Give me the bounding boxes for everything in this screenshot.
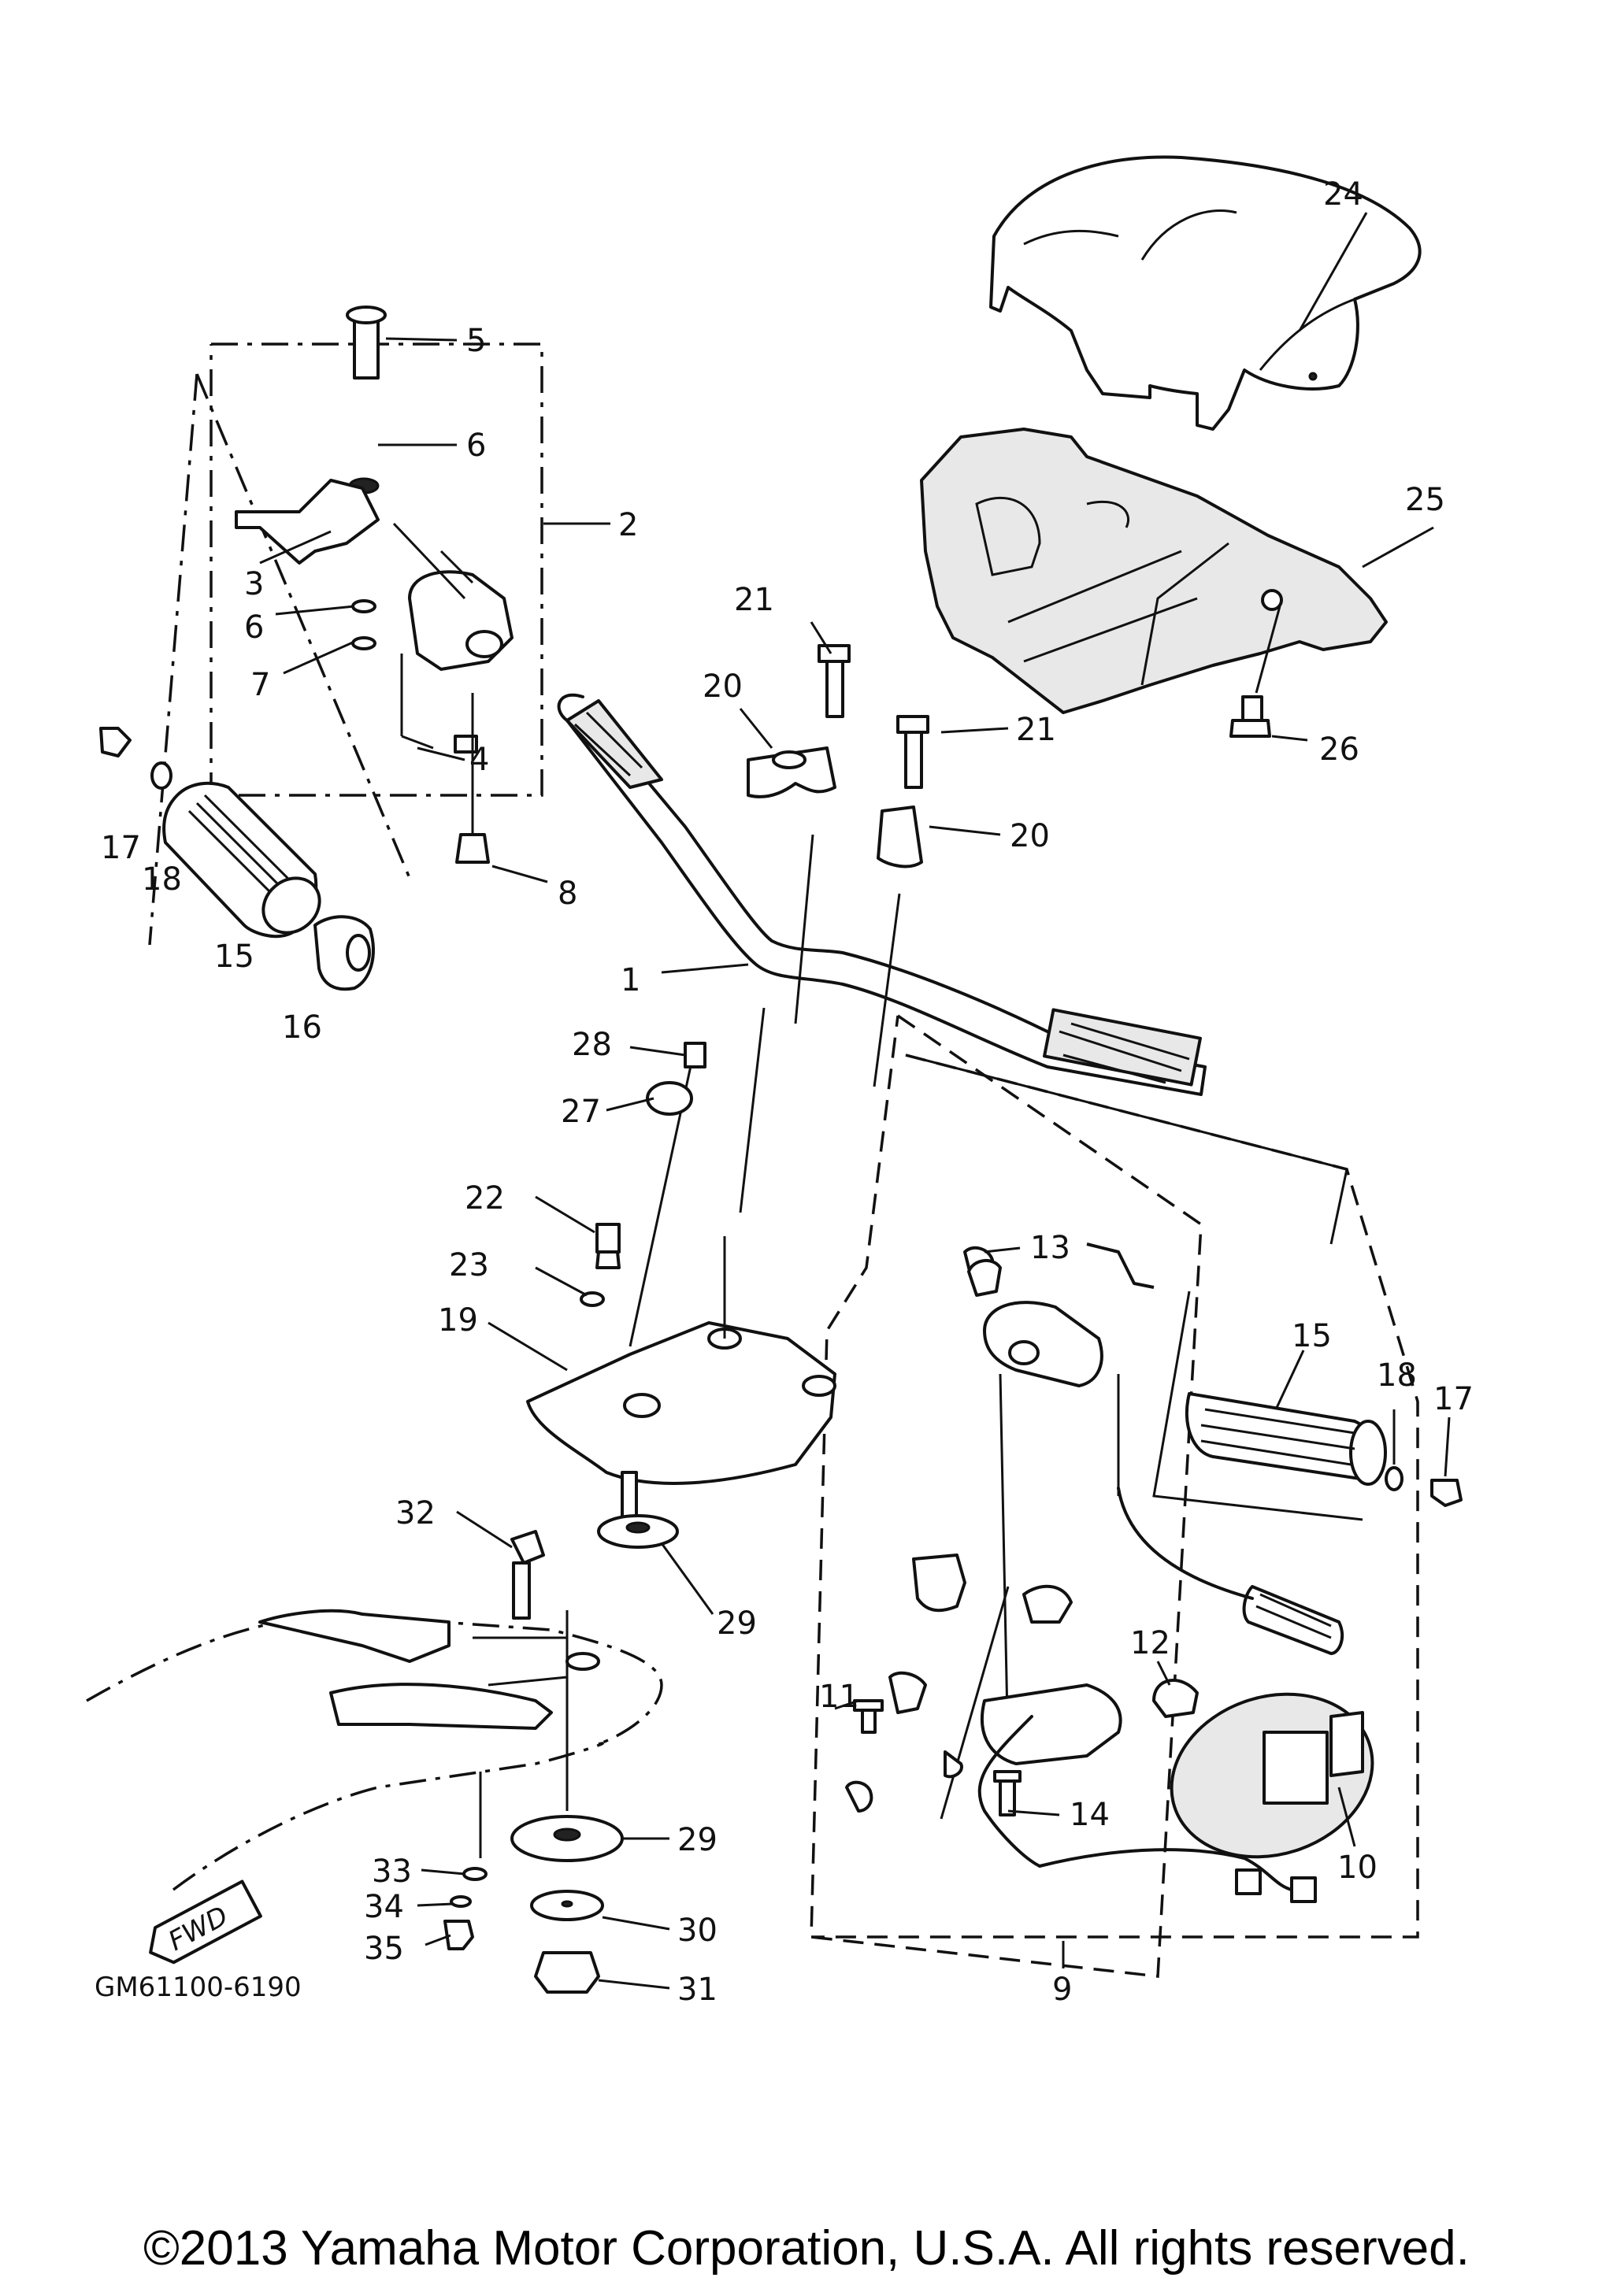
group-box-switch <box>810 1014 1203 1978</box>
group-box-grip-right <box>1152 1291 1363 1521</box>
callout-34: 34 <box>364 1889 404 1925</box>
mounting-hardware <box>443 1514 679 1994</box>
callout-17b: 17 <box>1433 1381 1474 1417</box>
callout-8: 8 <box>558 876 577 912</box>
hull <box>86 1609 663 1891</box>
callout-3: 3 <box>244 566 264 602</box>
callout-20a: 20 <box>703 668 743 705</box>
part-26-screw <box>1229 605 1281 738</box>
callout-15b: 15 <box>1292 1318 1332 1354</box>
callout-10: 10 <box>1337 1850 1378 1886</box>
clamps <box>747 644 929 1087</box>
group-box-grip-left <box>148 373 198 946</box>
cover-bottom <box>920 428 1388 714</box>
group-box-top-right <box>905 1054 1348 1245</box>
callout-5: 5 <box>466 323 486 359</box>
callout-7: 7 <box>250 667 270 703</box>
callout-14: 14 <box>1070 1797 1110 1833</box>
callout-1: 1 <box>621 962 640 998</box>
callout-18a: 18 <box>142 861 182 898</box>
callout-19: 19 <box>438 1302 478 1339</box>
callout-18b: 18 <box>1377 1357 1417 1394</box>
callout-6a: 6 <box>466 428 486 464</box>
group-box-grip-left-b <box>195 373 411 879</box>
grip-left <box>99 727 375 991</box>
callout-4: 4 <box>469 742 489 778</box>
callout-29a: 29 <box>717 1605 757 1642</box>
callout-35: 35 <box>364 1931 404 1967</box>
callout-22: 22 <box>465 1180 505 1217</box>
fwd-arrow: FWD <box>149 1879 262 1965</box>
callout-29b: 29 <box>677 1822 718 1858</box>
callout-24: 24 <box>1323 176 1363 213</box>
grip-right <box>967 1259 1463 1507</box>
callout-28: 28 <box>572 1027 612 1063</box>
throttle-assembly <box>235 306 514 864</box>
handlebar <box>557 693 1207 1096</box>
callouts: 5 6 2 3 6 7 4 8 17 18 15 16 1 24 25 26 2… <box>101 176 1474 2008</box>
callout-13: 13 <box>1030 1230 1070 1266</box>
callout-26: 26 <box>1319 731 1359 768</box>
small-parts-center <box>580 1042 706 1307</box>
callout-2: 2 <box>618 507 638 543</box>
callout-16: 16 <box>282 1009 322 1046</box>
callout-20b: 20 <box>1010 818 1050 854</box>
callout-32: 32 <box>395 1495 436 1531</box>
callout-15a: 15 <box>214 939 254 975</box>
copyright-notice: ©2013 Yamaha Motor Corporation, U.S.A. A… <box>143 2221 1470 2276</box>
callout-21a: 21 <box>734 582 774 618</box>
callout-30: 30 <box>677 1913 718 1949</box>
callout-21b: 21 <box>1016 712 1056 748</box>
diagram-code: GM61100-6190 <box>95 1972 302 2003</box>
callout-12: 12 <box>1130 1625 1170 1661</box>
callout-11: 11 <box>819 1679 859 1715</box>
callout-27: 27 <box>561 1094 601 1130</box>
callout-31: 31 <box>677 1972 718 2008</box>
callout-33: 33 <box>372 1853 412 1890</box>
callout-9: 9 <box>1052 1972 1072 2008</box>
callout-17a: 17 <box>101 830 141 866</box>
callout-25: 25 <box>1405 482 1445 518</box>
leader-lines <box>259 212 1451 1990</box>
callout-23: 23 <box>449 1247 489 1283</box>
group-box-throttle <box>210 343 543 797</box>
cover-top <box>989 155 1422 431</box>
callout-6b: 6 <box>244 609 264 646</box>
